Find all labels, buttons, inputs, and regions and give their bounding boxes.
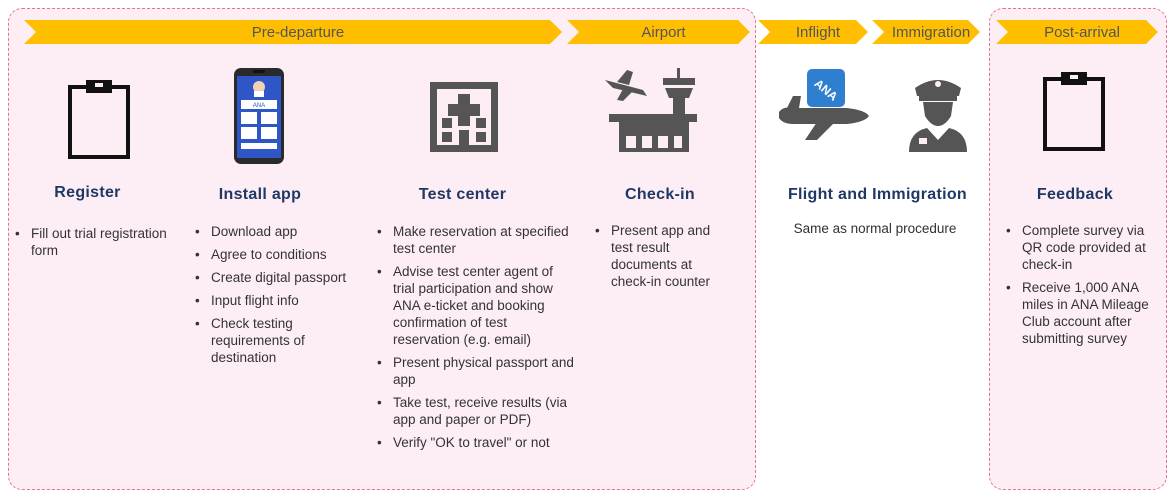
- list-item: Receive 1,000 ANA miles in ANA Mileage C…: [1004, 279, 1164, 347]
- list-item: Verify "OK to travel" or not: [375, 434, 575, 451]
- list-item: Check testing requirements of destinatio…: [193, 315, 368, 366]
- step-title-install-app: Install app: [218, 186, 302, 203]
- clipboard-icon: [68, 80, 130, 159]
- phase-inflight: Inflight: [758, 20, 868, 44]
- list-item: Agree to conditions: [193, 246, 368, 263]
- phase-airport: Airport: [567, 20, 750, 44]
- flight-immigration-note: Same as normal procedure: [793, 221, 957, 236]
- feedback-steps-list: Complete survey via QR code provided at …: [1004, 222, 1164, 353]
- immigration-officer-icon: [909, 80, 967, 152]
- step-title-flight-immigration: Flight and Immigration: [787, 186, 968, 203]
- step-title-feedback: Feedback: [1036, 186, 1114, 203]
- airplane-icon: ANA: [779, 69, 869, 140]
- test-center-steps-list: Make reservation at specified test cente…: [375, 223, 575, 457]
- list-item: Present app and test result documents at…: [593, 222, 733, 290]
- check-in-steps-list: Present app and test result documents at…: [593, 222, 733, 296]
- list-item: Create digital passport: [193, 269, 368, 286]
- smartphone-app-icon: ANA: [234, 68, 284, 164]
- list-item: Present physical passport and app: [375, 354, 575, 388]
- phase-pre-departure: Pre-departure: [24, 20, 562, 44]
- airport-tower-icon: [605, 68, 697, 152]
- list-item: Download app: [193, 223, 368, 240]
- step-title-check-in: Check-in: [625, 186, 695, 203]
- feedback-clipboard-icon: [1043, 72, 1105, 151]
- step-title-test-center: Test center: [418, 186, 507, 203]
- hospital-icon: [430, 82, 498, 152]
- register-steps-list: Fill out trial registration form: [13, 225, 185, 265]
- phase-post-arrival: Post-arrival: [996, 20, 1158, 44]
- list-item: Make reservation at specified test cente…: [375, 223, 575, 257]
- install-app-steps-list: Download app Agree to conditions Create …: [193, 223, 368, 372]
- list-item: Input flight info: [193, 292, 368, 309]
- list-item: Fill out trial registration form: [13, 225, 185, 259]
- list-item: Complete survey via QR code provided at …: [1004, 222, 1164, 273]
- list-item: Take test, receive results (via app and …: [375, 394, 575, 428]
- list-item: Advise test center agent of trial partic…: [375, 263, 575, 348]
- phone-app-logo: ANA: [253, 103, 265, 109]
- phase-immigration: Immigration: [872, 20, 980, 44]
- step-title-register: Register: [54, 184, 121, 201]
